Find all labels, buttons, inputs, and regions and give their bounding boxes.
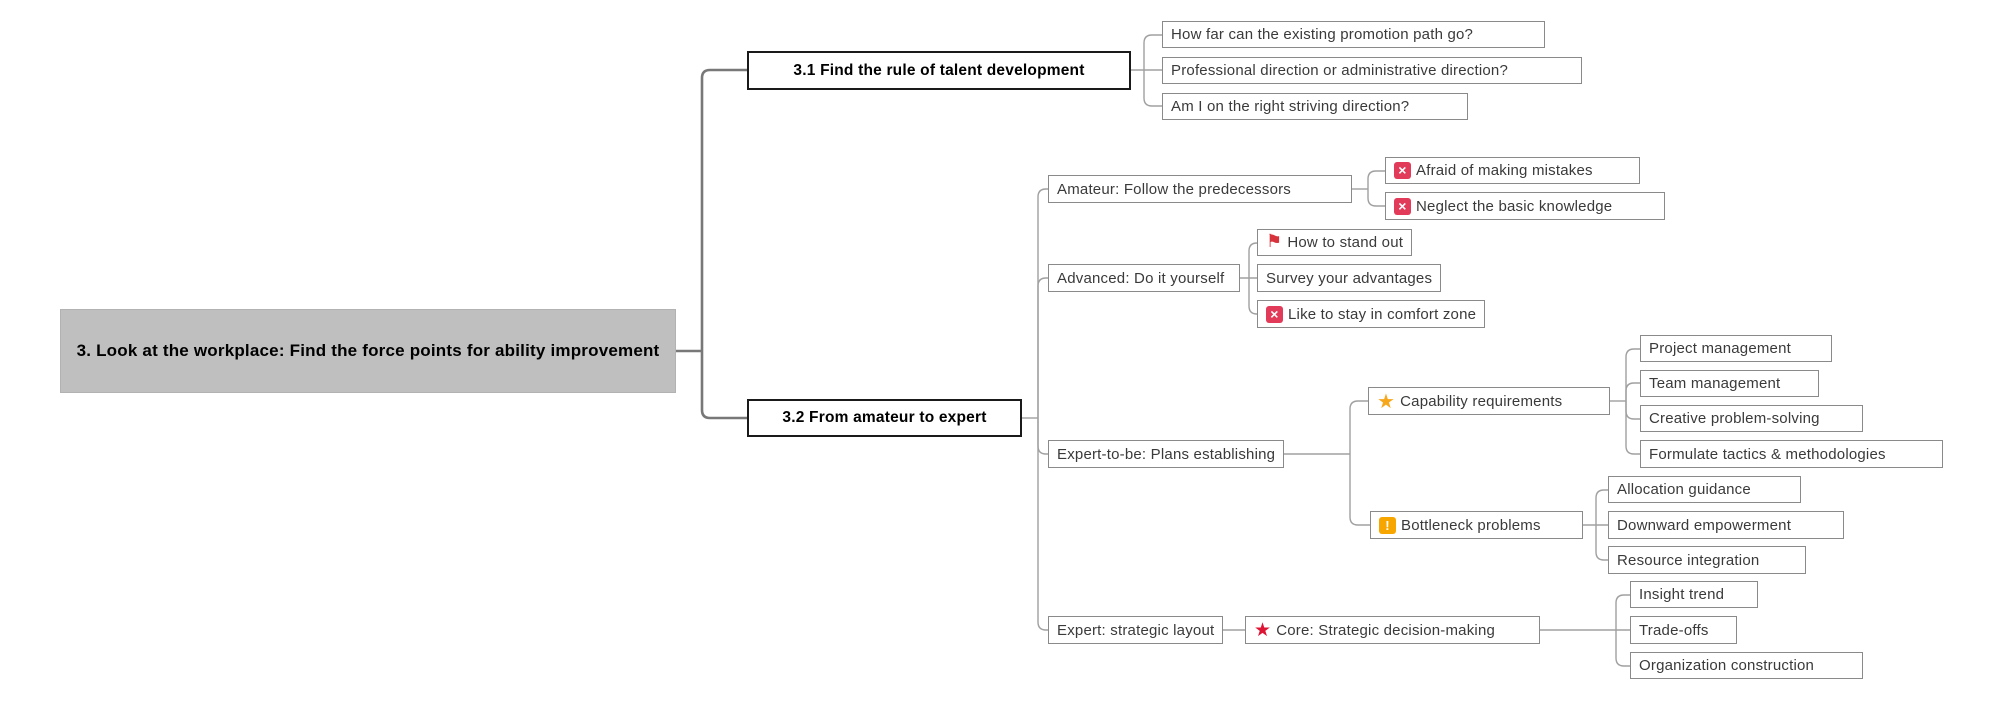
node-direction-choice-label: Professional direction or administrative… bbox=[1171, 62, 1509, 79]
node-creative-problem-solving[interactable]: Creative problem-solving bbox=[1640, 405, 1863, 432]
node-striving-direction[interactable]: Am I on the right striving direction? bbox=[1162, 93, 1468, 120]
node-insight-trend-label: Insight trend bbox=[1639, 586, 1725, 603]
node-root-label: 3. Look at the workplace: Find the force… bbox=[76, 340, 660, 360]
node-3-2-label: 3.2 From amateur to expert bbox=[782, 409, 987, 426]
node-formulate-tactics[interactable]: Formulate tactics & methodologies bbox=[1640, 440, 1943, 468]
node-project-management[interactable]: Project management bbox=[1640, 335, 1832, 362]
node-bottleneck-problems[interactable]: ! Bottleneck problems bbox=[1370, 511, 1583, 539]
node-capability-requirements-label: Capability requirements bbox=[1400, 392, 1563, 410]
node-amateur[interactable]: Amateur: Follow the predecessors bbox=[1048, 175, 1352, 203]
node-project-management-label: Project management bbox=[1649, 340, 1792, 357]
node-capability-requirements[interactable]: ★ Capability requirements bbox=[1368, 387, 1610, 415]
node-resource-integration-label: Resource integration bbox=[1617, 551, 1760, 569]
node-trade-offs[interactable]: Trade-offs bbox=[1630, 616, 1737, 644]
node-trade-offs-label: Trade-offs bbox=[1639, 621, 1709, 639]
node-amateur-label: Amateur: Follow the predecessors bbox=[1057, 180, 1291, 198]
warning-icon: ! bbox=[1379, 516, 1396, 534]
node-stand-out[interactable]: ⚑ How to stand out bbox=[1257, 229, 1413, 256]
node-survey-advantages-label: Survey your advantages bbox=[1266, 269, 1433, 287]
node-3-1-label: 3.1 Find the rule of talent development bbox=[793, 61, 1085, 79]
node-bottleneck-problems-label: Bottleneck problems bbox=[1401, 516, 1541, 534]
node-formulate-tactics-label: Formulate tactics & methodologies bbox=[1649, 445, 1886, 463]
node-3-2[interactable]: 3.2 From amateur to expert bbox=[747, 399, 1022, 437]
node-creative-problem-solving-label: Creative problem-solving bbox=[1649, 410, 1820, 427]
node-core-decision-label: Core: Strategic decision-making bbox=[1276, 621, 1496, 639]
node-direction-choice[interactable]: Professional direction or administrative… bbox=[1162, 57, 1582, 84]
node-allocation-guidance[interactable]: Allocation guidance bbox=[1608, 476, 1801, 503]
node-stand-out-label: How to stand out bbox=[1287, 234, 1404, 251]
node-afraid-mistakes-label: Afraid of making mistakes bbox=[1416, 162, 1593, 179]
node-advanced[interactable]: Advanced: Do it yourself bbox=[1048, 264, 1240, 292]
node-promotion-path-label: How far can the existing promotion path … bbox=[1171, 26, 1474, 43]
node-resource-integration[interactable]: Resource integration bbox=[1608, 546, 1806, 574]
node-advanced-label: Advanced: Do it yourself bbox=[1057, 269, 1225, 287]
node-expert-label: Expert: strategic layout bbox=[1057, 621, 1215, 639]
node-allocation-guidance-label: Allocation guidance bbox=[1617, 481, 1751, 498]
node-insight-trend[interactable]: Insight trend bbox=[1630, 581, 1758, 608]
node-expert-to-be-label: Expert-to-be: Plans establishing bbox=[1057, 445, 1276, 463]
node-neglect-knowledge-label: Neglect the basic knowledge bbox=[1416, 197, 1613, 215]
node-comfort-zone-label: Like to stay in comfort zone bbox=[1288, 305, 1477, 323]
node-downward-empowerment-label: Downward empowerment bbox=[1617, 516, 1792, 534]
node-organization-construction[interactable]: Organization construction bbox=[1630, 652, 1863, 679]
cross-icon: × bbox=[1394, 197, 1411, 215]
node-core-decision[interactable]: ★ Core: Strategic decision-making bbox=[1245, 616, 1540, 644]
node-survey-advantages[interactable]: Survey your advantages bbox=[1257, 264, 1442, 292]
node-promotion-path[interactable]: How far can the existing promotion path … bbox=[1162, 21, 1545, 48]
star-gold-icon: ★ bbox=[1377, 390, 1396, 413]
node-3-1[interactable]: 3.1 Find the rule of talent development bbox=[747, 51, 1131, 90]
cross-icon: × bbox=[1266, 305, 1283, 323]
star-red-icon: ★ bbox=[1254, 619, 1272, 641]
node-root[interactable]: 3. Look at the workplace: Find the force… bbox=[60, 309, 676, 393]
node-organization-construction-label: Organization construction bbox=[1639, 657, 1815, 674]
node-team-management[interactable]: Team management bbox=[1640, 370, 1819, 397]
flag-icon: ⚑ bbox=[1266, 231, 1283, 251]
node-expert[interactable]: Expert: strategic layout bbox=[1048, 616, 1224, 644]
node-afraid-mistakes[interactable]: × Afraid of making mistakes bbox=[1385, 157, 1640, 184]
node-expert-to-be[interactable]: Expert-to-be: Plans establishing bbox=[1048, 440, 1285, 468]
node-neglect-knowledge[interactable]: × Neglect the basic knowledge bbox=[1385, 192, 1665, 220]
node-comfort-zone[interactable]: × Like to stay in comfort zone bbox=[1257, 300, 1486, 328]
node-team-management-label: Team management bbox=[1649, 375, 1781, 392]
cross-icon: × bbox=[1394, 162, 1411, 179]
node-striving-direction-label: Am I on the right striving direction? bbox=[1171, 98, 1410, 115]
node-downward-empowerment[interactable]: Downward empowerment bbox=[1608, 511, 1844, 539]
